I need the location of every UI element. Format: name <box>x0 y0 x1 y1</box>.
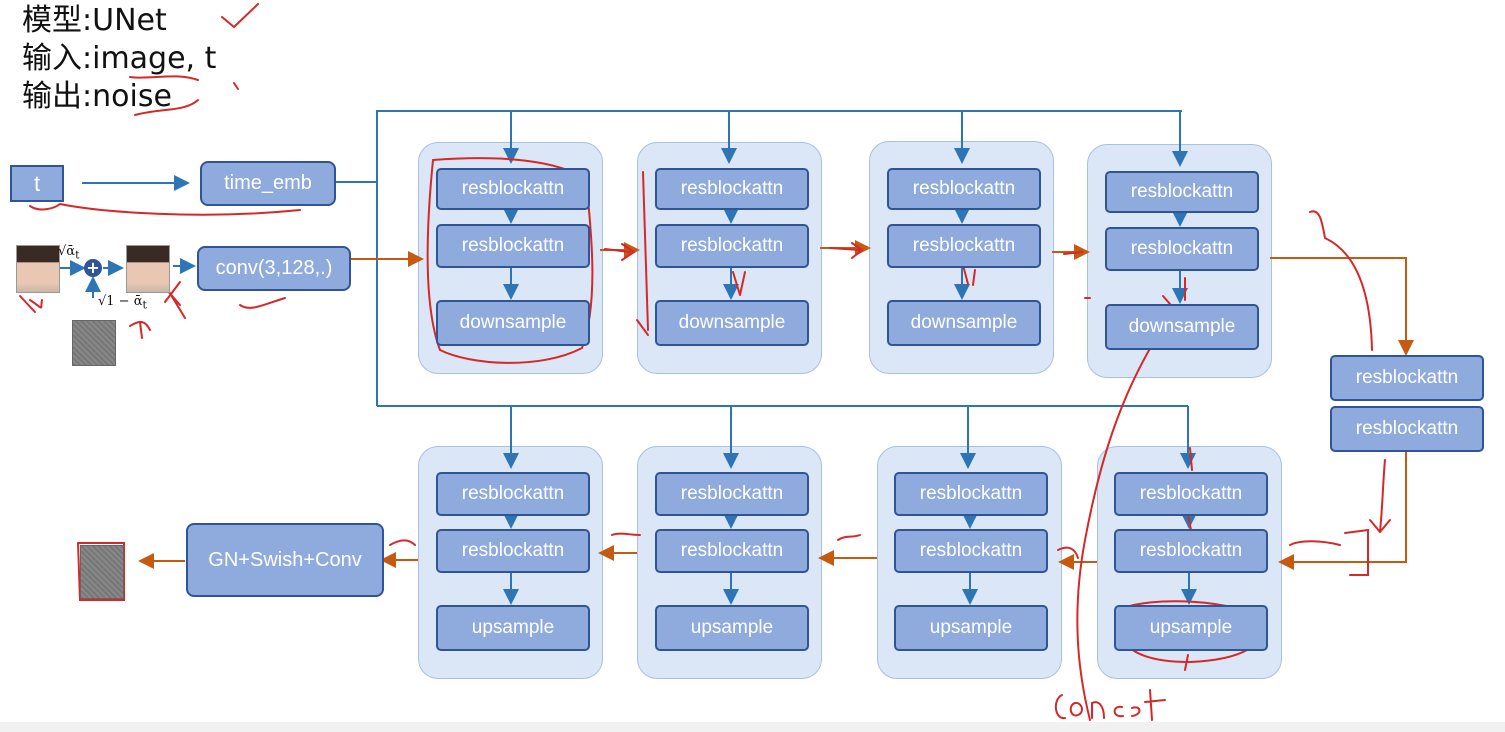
down3-res2: resblockattn <box>887 224 1041 268</box>
up2-res1: resblockattn <box>655 472 809 516</box>
middle-res1: resblockattn <box>1330 355 1484 401</box>
up4-upsample: upsample <box>1114 605 1268 651</box>
header: 模型:UNet 输入:image, t 输出:noise <box>22 2 216 116</box>
down3-res1: resblockattn <box>887 168 1041 210</box>
sqrt-one-minus-alpha-formula: √1 − ᾱt <box>98 294 147 312</box>
header-model: 模型:UNet <box>22 2 216 40</box>
up3-upsample: upsample <box>894 605 1048 651</box>
down1-res2: resblockattn <box>436 224 590 268</box>
down4-res1: resblockattn <box>1105 171 1259 213</box>
gn-swish-conv-node: GN+Swish+Conv <box>186 523 384 597</box>
up4-res1: resblockattn <box>1114 472 1268 516</box>
time-emb-label: time_emb <box>224 172 312 194</box>
up2-upsample: upsample <box>655 605 809 651</box>
down3-downsample: downsample <box>887 300 1041 346</box>
sqrt-alpha-formula: √ᾱt <box>58 244 80 262</box>
conv-in-node: conv(3,128,.) <box>197 246 351 291</box>
xt-image <box>126 245 170 293</box>
output-value: noise <box>92 79 172 114</box>
input-value: image, t <box>92 41 217 76</box>
down1-downsample: downsample <box>436 300 590 346</box>
up3-res2: resblockattn <box>894 529 1048 573</box>
horizontal-scrollbar[interactable] <box>0 722 1505 732</box>
up4-res2: resblockattn <box>1114 529 1268 573</box>
add-operator-icon: + <box>84 259 102 277</box>
time-emb-node: time_emb <box>200 161 336 206</box>
up3-res1: resblockattn <box>894 472 1048 516</box>
noise-image <box>72 320 116 366</box>
output-noise-image <box>80 545 124 599</box>
down4-res2: resblockattn <box>1105 227 1259 271</box>
t-label: t <box>33 170 41 196</box>
model-value: UNet <box>92 3 167 38</box>
up2-res2: resblockattn <box>655 529 809 573</box>
x0-image <box>16 245 60 293</box>
down2-downsample: downsample <box>655 300 809 346</box>
down2-res2: resblockattn <box>655 224 809 268</box>
down1-res1: resblockattn <box>436 168 590 210</box>
t-input-box: t <box>10 165 64 202</box>
conv-label: conv(3,128,.) <box>215 257 333 279</box>
model-label: 模型: <box>22 3 93 38</box>
down4-downsample: downsample <box>1105 304 1259 350</box>
up1-res1: resblockattn <box>436 472 590 516</box>
output-label: 输出: <box>22 79 93 114</box>
middle-res2: resblockattn <box>1330 406 1484 452</box>
up1-res2: resblockattn <box>436 529 590 573</box>
header-input: 输入:image, t <box>22 40 216 78</box>
up1-upsample: upsample <box>436 605 590 651</box>
input-label: 输入: <box>22 41 93 76</box>
header-output: 输出:noise <box>22 78 216 116</box>
down2-res1: resblockattn <box>655 168 809 210</box>
